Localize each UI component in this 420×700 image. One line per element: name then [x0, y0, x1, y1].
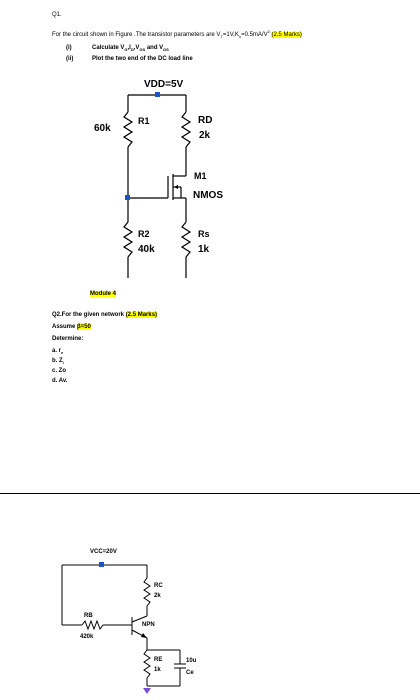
q2-item-c: c. Zo [52, 368, 66, 374]
q1-item-2-text: Plot the two end of the DC load line [92, 56, 193, 62]
page-separator [0, 493, 420, 494]
module-label: Module 4 [90, 291, 117, 297]
q1-intro-text: For the circuit shown in Figure .The tra… [52, 32, 221, 38]
r2-resistor [122, 221, 134, 258]
q2-item-b: b. Zi [52, 358, 64, 365]
q1-item-1-t3: ,V [133, 45, 140, 51]
q1-intro-mid: =1V,K [222, 32, 239, 38]
vcc-node [99, 562, 104, 567]
q2-item-b-label: b. Z [52, 358, 63, 364]
body-arrow [174, 185, 178, 189]
npn-label: NPN [142, 622, 155, 628]
ground-symbol [143, 688, 151, 694]
r1-resistor [122, 111, 134, 148]
r2-value: 40k [138, 244, 155, 255]
q1-intro-end: =0.5mA/V [241, 32, 268, 38]
q2-title: Q2.For the given network (2.5 Marks) [52, 312, 158, 318]
q1-intro: For the circuit shown in Figure .The tra… [52, 30, 302, 39]
q2-item-d-label: d. Av [52, 378, 66, 384]
rc-name: RC [154, 583, 163, 589]
q2-item-a-label: a. r [52, 348, 62, 354]
q1-item-1-sub-ds: DS [163, 47, 169, 53]
re-name: RE [154, 657, 163, 663]
q1-item-1-t4: and V [145, 45, 164, 51]
q1-item-1-sub-d: D [130, 47, 134, 53]
q2-item-a-sub: e [61, 350, 64, 356]
rc-resistor [143, 577, 151, 607]
q1-intro-sub-n: n [238, 34, 242, 40]
q2-item-a: a. re [52, 348, 63, 355]
q1-item-1-sub-g: G [124, 47, 128, 53]
q2-item-c-label: c. Zo [52, 368, 67, 374]
ce-name: Ce [186, 670, 194, 676]
rb-name: RB [84, 613, 93, 619]
r2-name: R2 [138, 229, 150, 239]
rs-name: Rs [198, 229, 210, 239]
q2-assume: Assume β=50 [52, 324, 91, 330]
q1-item-2-num: (ii) [66, 56, 74, 62]
rd-resistor [180, 111, 192, 148]
q1-item-1-text: Calculate V [92, 45, 125, 51]
rs-value: 1k [198, 244, 210, 255]
q1-item-1-t2: ,I [127, 45, 131, 51]
q2-item-b-sub: i [62, 360, 64, 366]
q2-item-d-sub: . [65, 378, 68, 384]
q2-title-text: Q2.For the given network [52, 312, 126, 318]
q2-item-d: d. Av. [52, 378, 67, 384]
q1-number: Q1. [52, 12, 62, 18]
rc-value: 2k [154, 593, 161, 599]
q1-item-1-sub-gs: GS [139, 47, 146, 53]
emitter-arrow [141, 633, 147, 638]
ce-value: 10u [186, 658, 197, 664]
q2-determine: Determine: [52, 336, 84, 342]
re-resistor [143, 649, 151, 679]
m1-type: NMOS [193, 190, 223, 201]
q2-beta: β=50 [77, 324, 91, 330]
collector-leg [131, 615, 148, 623]
q2-assume-text: Assume [52, 324, 78, 330]
rb-value: 420k [80, 634, 94, 640]
q1-intro-sup: 2 [267, 29, 270, 34]
rb-resistor [81, 619, 104, 631]
circuit-1-schematic [122, 92, 192, 278]
rd-value: 2k [199, 130, 211, 141]
q1-item-1-num: (i) [66, 45, 72, 51]
q1-item-1: Calculate VG,ID,VGS and VDS [92, 45, 169, 52]
q1-intro-sub-t: T [220, 34, 223, 40]
gate-node [125, 195, 130, 200]
r1-value: 60k [94, 123, 111, 134]
r1-name: R1 [138, 116, 150, 126]
m1-name: M1 [194, 171, 207, 181]
re-value: 1k [154, 667, 161, 673]
q2-marks-badge: (2.5 Marks) [125, 312, 158, 318]
vdd-node [155, 92, 160, 97]
vdd-label: VDD=5V [144, 79, 184, 90]
q1-marks-badge: (2.5 Marks) [271, 32, 302, 38]
vcc-label: VCC=20V [90, 549, 117, 555]
rd-name: RD [198, 115, 213, 126]
rs-resistor [180, 221, 192, 258]
